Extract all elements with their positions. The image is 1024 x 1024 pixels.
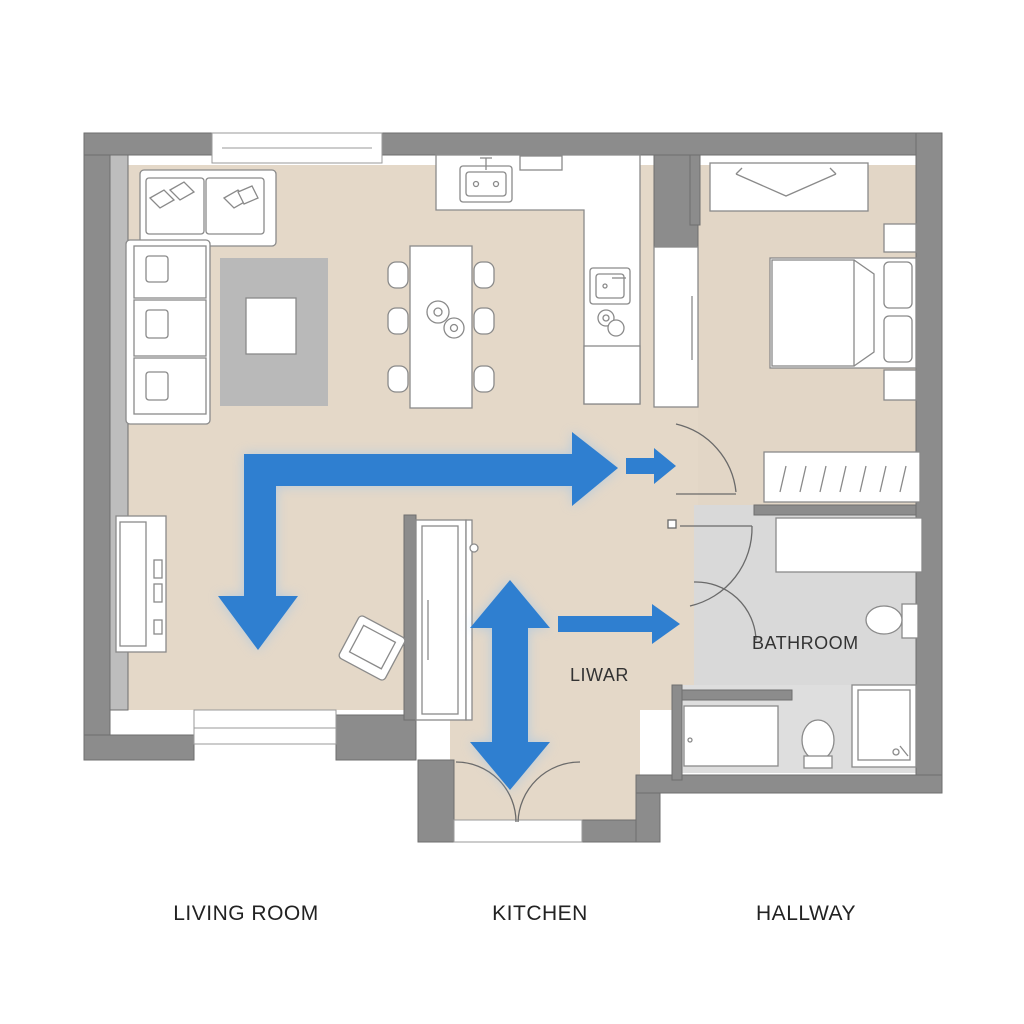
arrow-l-shaped <box>218 432 618 650</box>
wall-bottom-mid <box>335 714 417 761</box>
arrow-right-small <box>626 448 676 484</box>
tv-console <box>115 515 167 653</box>
wall-bottom-left <box>83 734 195 761</box>
shower-icon <box>851 684 917 768</box>
wall-top-right <box>381 132 943 156</box>
toilet-icon <box>865 603 919 639</box>
stove-icon <box>597 309 625 337</box>
wall-bath-div <box>753 504 917 516</box>
bathroom-label: BATHROOM <box>752 633 859 653</box>
kitchen-furniture <box>435 154 699 408</box>
wall-entry-left <box>417 759 455 843</box>
hall-closet <box>415 519 479 721</box>
bedroom-furniture <box>709 162 917 401</box>
sink-icon <box>459 157 513 203</box>
wall-partition <box>403 514 417 721</box>
closet <box>763 451 923 573</box>
sofa-icon <box>125 239 211 425</box>
dining-furniture <box>387 245 495 409</box>
door-swing-icon <box>455 423 757 823</box>
wall-bath-lower <box>671 684 683 781</box>
wardrobe-icon <box>709 162 869 212</box>
toilet-icon <box>801 719 835 769</box>
liwar-label: LIWAR <box>570 665 629 685</box>
fridge <box>653 246 699 408</box>
arrow-right-bathroom <box>558 604 680 644</box>
living-furniture <box>115 169 406 681</box>
kitchen-label: KITCHEN <box>492 902 588 925</box>
wall-bedroom-left <box>689 154 701 226</box>
windows <box>193 132 583 843</box>
nightstand <box>883 369 917 401</box>
armchair-icon <box>338 615 406 681</box>
coffee-table <box>245 297 297 355</box>
hallway-label: HALLWAY <box>756 902 856 925</box>
entry-floor <box>450 700 640 822</box>
bathroom-furniture <box>683 603 919 769</box>
bed-icon <box>769 257 917 369</box>
arrow-double-vertical <box>470 580 550 790</box>
bathtub <box>683 705 779 767</box>
wall-bottom-right <box>635 774 943 794</box>
window-bottom <box>193 709 337 745</box>
wall-top-left <box>83 132 213 156</box>
wall-bath-lower-top <box>681 689 793 701</box>
sofa-icon <box>139 169 277 247</box>
wall-left <box>83 132 111 761</box>
sink-icon <box>589 267 631 305</box>
window-entry <box>453 819 583 843</box>
nightstand <box>883 223 917 253</box>
circulation-arrows <box>218 432 680 790</box>
living-room-label: LIVING ROOM <box>173 902 319 925</box>
